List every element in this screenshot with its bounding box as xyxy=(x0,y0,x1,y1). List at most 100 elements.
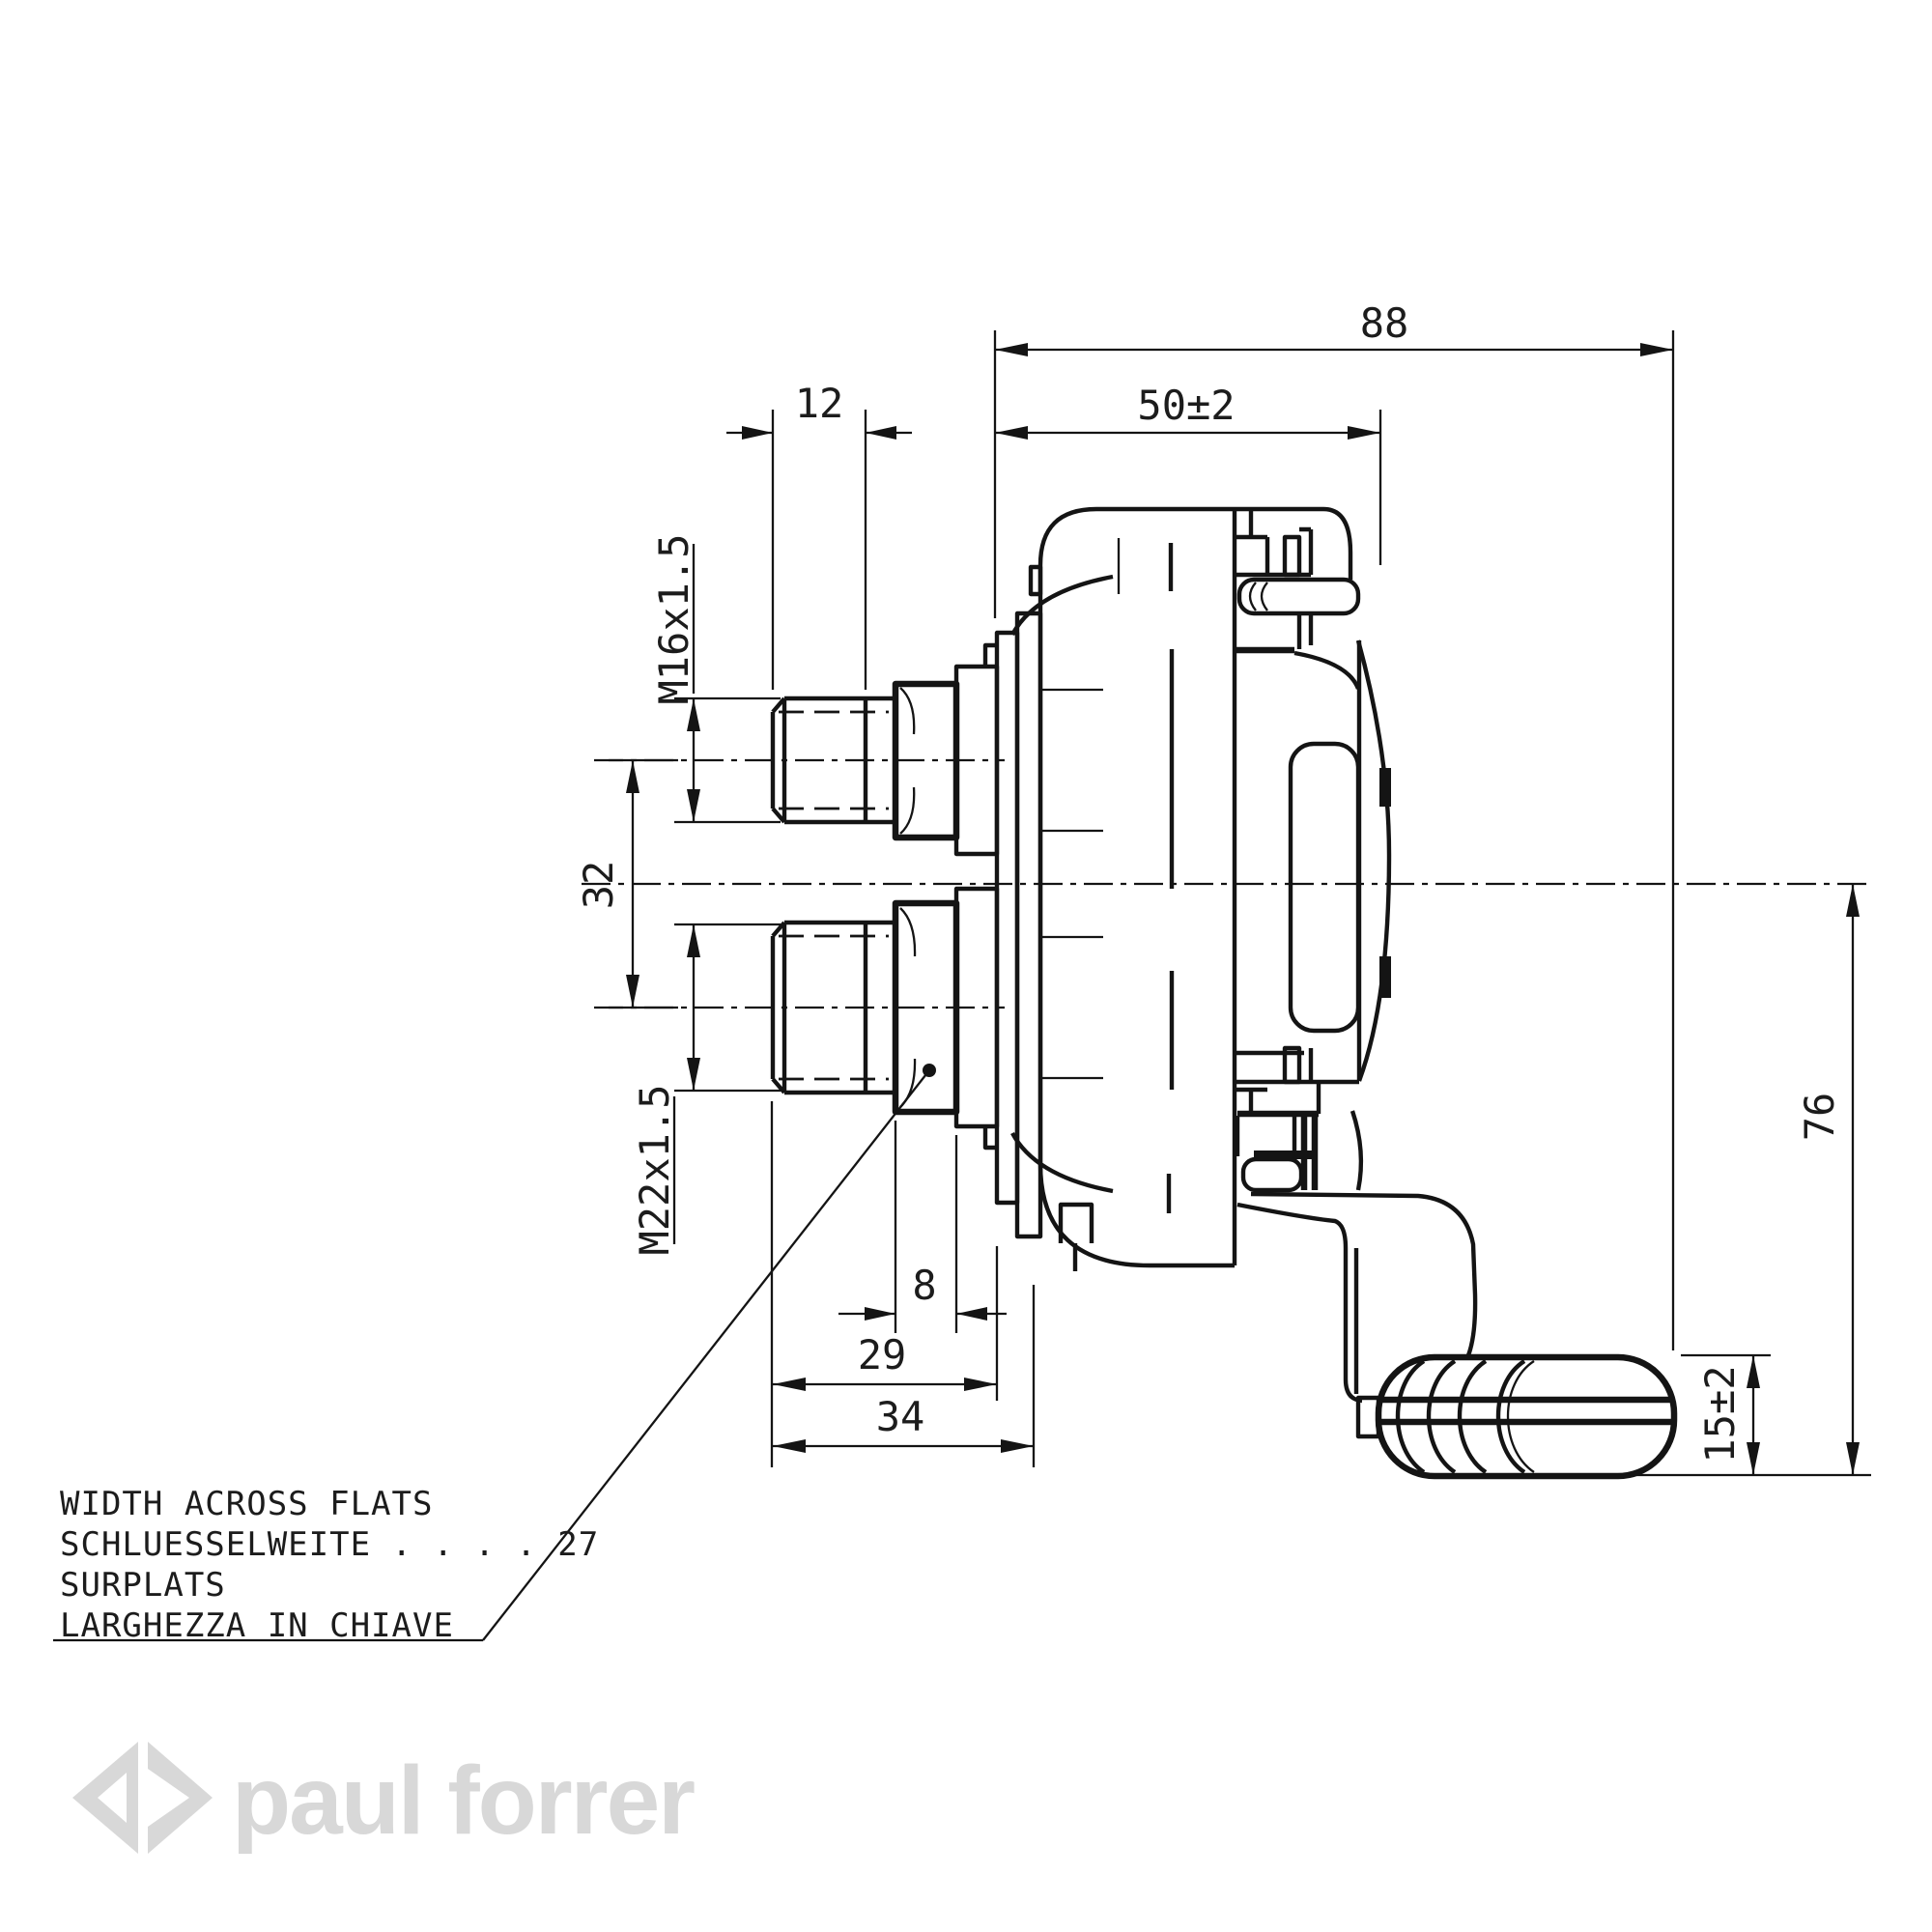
centerlines xyxy=(582,758,1874,1009)
upper-nut-chamfer-arcs xyxy=(899,687,916,835)
flange-top-step xyxy=(982,642,997,667)
arrow-34-right xyxy=(1001,1439,1034,1453)
arrow-12-right xyxy=(866,426,896,440)
note-leader-line xyxy=(482,1069,930,1641)
dim-label-upper-thread: M16x1.5 xyxy=(650,533,697,704)
dim-label-thread-length: 12 xyxy=(795,380,844,427)
logo-wordmark: paul forrer xyxy=(232,1747,695,1855)
hub-block-sides xyxy=(1235,1116,1297,1156)
arrow-32-top xyxy=(626,760,639,793)
ext-lines-thread-length xyxy=(771,410,867,690)
crank-arm-inner-edge xyxy=(1236,1202,1363,1404)
note-line-3: SURPLATS xyxy=(60,1566,226,1605)
top-shoulder-arc xyxy=(1010,574,1114,637)
arrow-88-left xyxy=(995,343,1028,356)
clamp-lug-lower xyxy=(1379,956,1391,998)
rear-housing-top-corner xyxy=(1322,506,1353,580)
ext-lines-m22 xyxy=(674,923,781,1093)
dim-label-height-below-axis: 76 xyxy=(1796,1093,1843,1142)
clamp-band-bulge xyxy=(1355,639,1392,1082)
arrow-12-left xyxy=(742,426,773,440)
dim-label-port-spacing: 32 xyxy=(575,861,622,910)
arrow-8-right xyxy=(956,1307,987,1321)
ext-lines-m16 xyxy=(674,696,781,824)
top-bracket-block xyxy=(1282,534,1302,578)
knob-rib-1 xyxy=(1395,1359,1426,1474)
dimension-34: 34 xyxy=(773,1393,1034,1453)
arrow-50-left xyxy=(995,426,1028,440)
crank xyxy=(1235,1110,1678,1480)
arrow-29-right xyxy=(964,1378,997,1391)
ext-lines-port-spacing xyxy=(609,758,678,1009)
note-line-1: WIDTH ACROSS FLATS xyxy=(60,1485,433,1523)
dim-label-overall-width: 88 xyxy=(1360,299,1409,347)
arrow-m16-top xyxy=(687,698,700,731)
arrow-76-bottom xyxy=(1846,1442,1860,1475)
wrench-flats-note: WIDTH ACROSS FLATS SCHLUESSELWEITE . . .… xyxy=(53,1064,936,1645)
dimension-32: 32 xyxy=(575,760,639,1008)
dim-label-knob-height: 15±2 xyxy=(1696,1365,1744,1463)
dim-label-depth-to-face: 29 xyxy=(858,1331,907,1378)
arrow-15-bottom xyxy=(1747,1442,1760,1475)
bottom-bracket-block xyxy=(1282,1045,1302,1085)
dimension-29: 29 xyxy=(773,1331,997,1391)
front-housing-outline xyxy=(1037,506,1323,1268)
dimension-m16: M16x1.5 xyxy=(650,533,700,822)
arrow-50-right xyxy=(1348,426,1380,440)
arrow-m22-top xyxy=(687,924,700,957)
hub-shaft-bars xyxy=(1300,1116,1319,1190)
upper-thread-minor-dia-dashed xyxy=(779,710,889,810)
arrow-32-bottom xyxy=(626,975,639,1008)
top-bracket-drop-lines xyxy=(1296,613,1314,649)
note-line-4: LARGHEZZA IN CHIAVE xyxy=(60,1606,454,1645)
logo-diamond-right-icon xyxy=(148,1742,213,1854)
mounting-flange xyxy=(982,611,1043,1239)
top-ear xyxy=(1236,577,1361,616)
arrow-88-right xyxy=(1640,343,1673,356)
ext-lines-34 xyxy=(770,1101,1036,1467)
lower-thread-minor-dia-dashed xyxy=(779,934,889,1081)
arrow-76-top xyxy=(1846,884,1860,917)
dim-label-body-depth: 50±2 xyxy=(1137,382,1235,429)
arrow-m22-bottom xyxy=(687,1058,700,1091)
dimension-15: 15±2 xyxy=(1696,1355,1760,1475)
hub-boss xyxy=(1240,1156,1304,1193)
knob-axis-band xyxy=(1378,1396,1674,1426)
crank-arm-outer-edge xyxy=(1250,1191,1478,1356)
lower-port xyxy=(770,886,1000,1129)
dimension-88: 88 xyxy=(995,299,1673,356)
drain-block xyxy=(1058,1202,1094,1271)
knob-rib-4-double xyxy=(1507,1360,1535,1473)
hub-dark-band xyxy=(1254,1151,1312,1159)
flange-plate-outer xyxy=(994,630,1020,1206)
dim-label-lower-thread: M22x1.5 xyxy=(631,1084,678,1255)
boot-top-curve xyxy=(1293,650,1361,690)
arrow-34-left xyxy=(773,1439,806,1453)
arrow-8-left xyxy=(865,1307,895,1321)
knob-rib-2 xyxy=(1426,1359,1457,1474)
top-bracket-lines xyxy=(1235,509,1314,578)
extension-lines xyxy=(609,330,1871,1477)
arrow-29-left xyxy=(773,1378,806,1391)
ext-lines-nut-thickness xyxy=(894,1121,958,1333)
dimension-8: 8 xyxy=(838,1262,1007,1321)
lower-thread-outline xyxy=(784,920,895,1095)
dim-label-overall-depth: 34 xyxy=(876,1393,925,1440)
dim-label-nut-thickness: 8 xyxy=(912,1262,936,1309)
arrow-15-top xyxy=(1747,1355,1760,1388)
dimension-12: 12 xyxy=(726,380,912,440)
flange-bottom-step xyxy=(982,1126,997,1151)
clamp-lug-upper xyxy=(1379,768,1391,807)
knob-rib-3 xyxy=(1457,1359,1488,1474)
body-cylinder-edge xyxy=(1166,543,1175,1213)
top-ear-end-arcs xyxy=(1248,582,1268,611)
arrow-m16-bottom xyxy=(687,789,700,822)
main-body xyxy=(1010,506,1392,1271)
knob-rib-4 xyxy=(1495,1359,1526,1474)
bottom-shoulder-arc xyxy=(1010,1131,1114,1194)
boot-bottom-curve xyxy=(1350,1110,1364,1191)
stem-cover xyxy=(1288,741,1361,1034)
dimension-m22: M22x1.5 xyxy=(631,924,700,1256)
